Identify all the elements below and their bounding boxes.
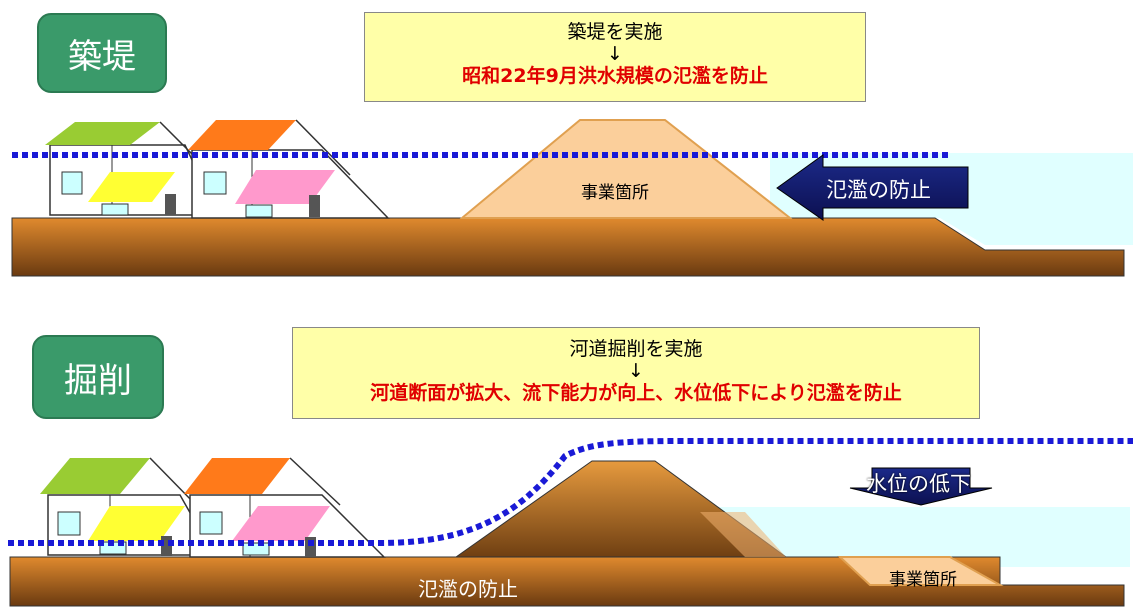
- top-project-location-label: 事業箇所: [581, 183, 649, 203]
- top-house-2: [188, 119, 390, 219]
- bottom-panel: [8, 438, 1133, 607]
- bottom-badge-excavation: 掘削: [32, 335, 164, 419]
- top-ground: [11, 217, 1125, 277]
- top-note-line1: 築堤を実施: [567, 21, 663, 43]
- bottom-note-arrow: ↓: [628, 360, 644, 382]
- bottom-embankment-highlight: [700, 512, 786, 557]
- top-note-arrow: ↓: [607, 43, 623, 65]
- top-note-box: 築堤を実施 ↓ 昭和22年9月洪水規模の氾濫を防止: [364, 12, 866, 102]
- top-house-1: [45, 121, 220, 216]
- top-embankment: [459, 119, 793, 219]
- bottom-project-location-label: 事業箇所: [889, 570, 957, 590]
- bottom-ground: [9, 556, 1125, 607]
- top-flood-prevention-arrow: [776, 154, 969, 221]
- bottom-arrow-label: 水位の低下: [866, 472, 971, 496]
- bottom-note-line1: 河道掘削を実施: [569, 338, 703, 360]
- bottom-embankment: [454, 460, 788, 558]
- bottom-house-1: [40, 457, 216, 556]
- bottom-water-level-line: [8, 438, 1133, 546]
- bottom-excavation: [837, 556, 1004, 586]
- bottom-note-line2: 河道断面が拡大、流下能力が向上、水位低下により氾濫を防止: [370, 382, 902, 404]
- top-badge-embankment: 築堤: [37, 13, 167, 93]
- bottom-ground-label: 氾濫の防止: [418, 577, 518, 601]
- bottom-water-lowering-arrow: [849, 467, 993, 506]
- top-arrow-label: 氾濫の防止: [826, 178, 931, 202]
- top-note-line2: 昭和22年9月洪水規模の氾濫を防止: [462, 65, 768, 87]
- top-panel: [11, 119, 1133, 277]
- bottom-note-box: 河道掘削を実施 ↓ 河道断面が拡大、流下能力が向上、水位低下により氾濫を防止: [292, 327, 980, 419]
